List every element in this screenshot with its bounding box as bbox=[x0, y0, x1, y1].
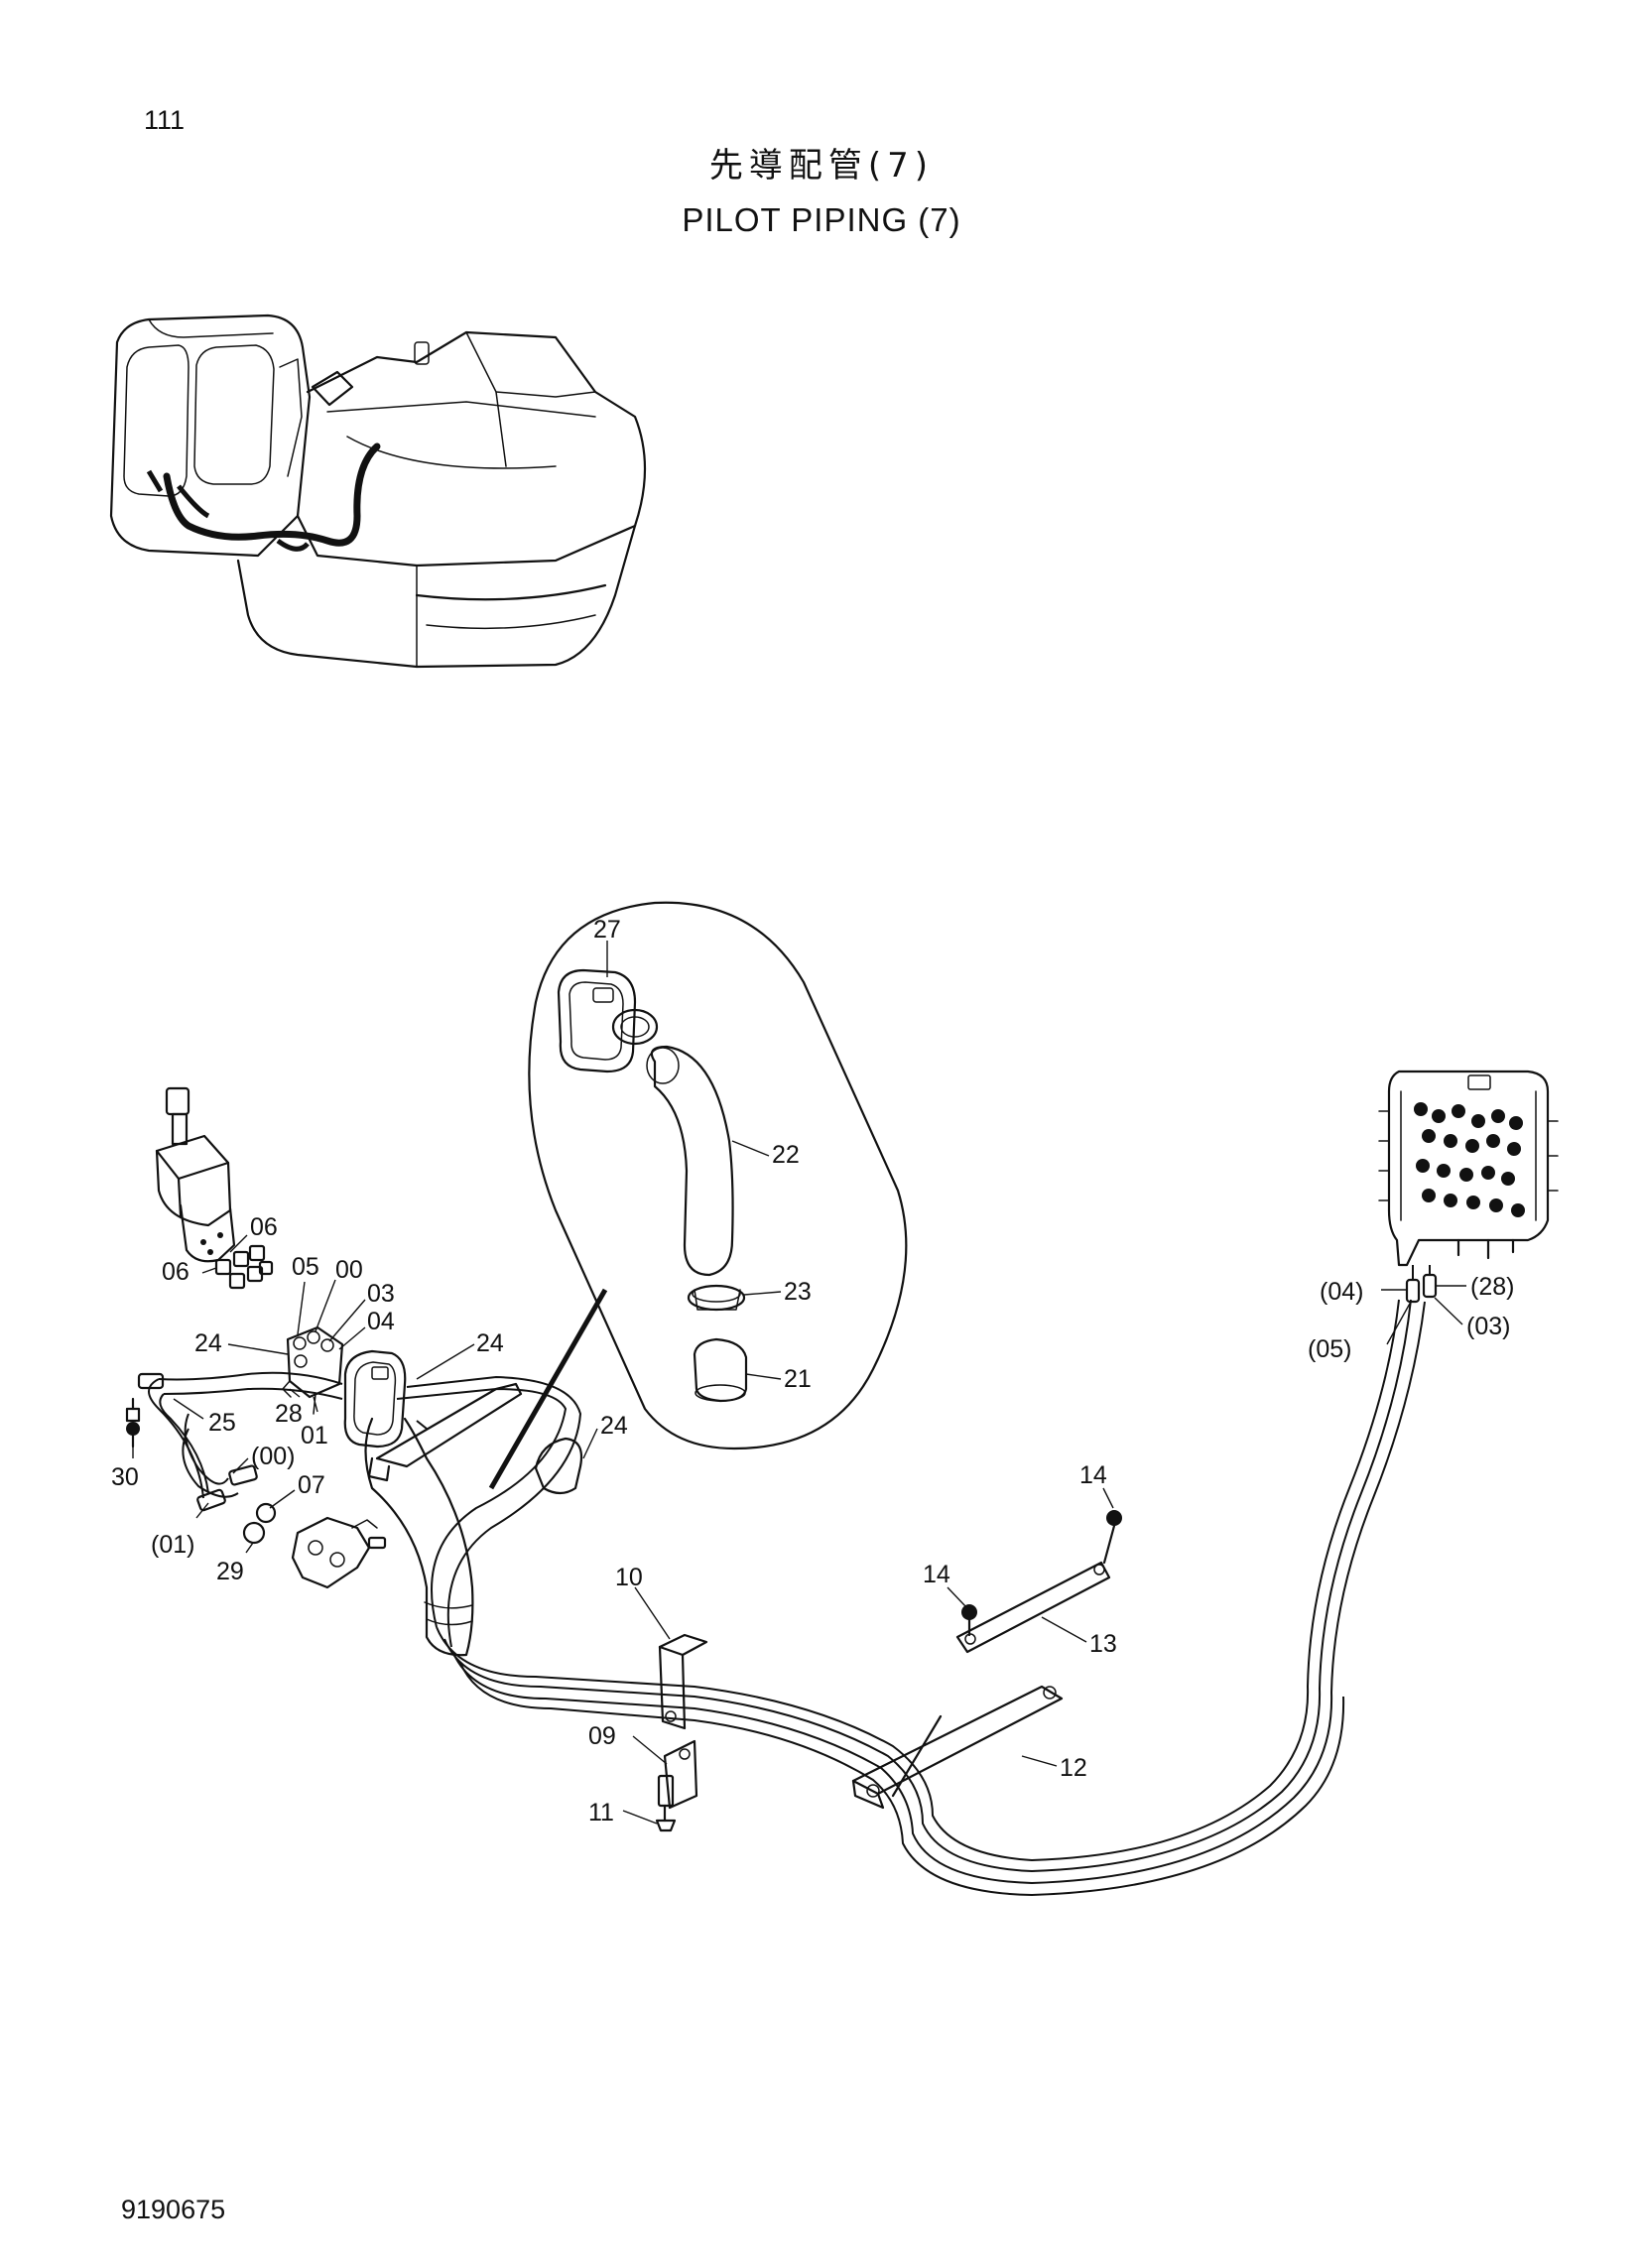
part-label: 05 bbox=[292, 1253, 319, 1281]
excavator-locator-illustration bbox=[109, 314, 647, 669]
part-label: 06 bbox=[162, 1258, 190, 1286]
leader-lines bbox=[132, 941, 1466, 1825]
part-label: 01 bbox=[301, 1422, 328, 1449]
part-label: 07 bbox=[298, 1471, 325, 1499]
bracket-10-09-bolt-11 bbox=[655, 1633, 708, 1832]
part-label: 25 bbox=[208, 1409, 236, 1437]
grommet-24-left bbox=[343, 1349, 407, 1449]
grommet-27 bbox=[557, 968, 659, 1073]
part-label: 23 bbox=[784, 1278, 812, 1306]
fittings-06 bbox=[214, 1244, 274, 1290]
part-label: 10 bbox=[615, 1564, 643, 1591]
plate-13 bbox=[955, 1510, 1122, 1654]
part-label: 14 bbox=[923, 1561, 950, 1588]
part-label: 24 bbox=[600, 1412, 628, 1440]
part-label: (28) bbox=[1470, 1273, 1514, 1301]
part-label: 14 bbox=[1079, 1461, 1107, 1489]
title-english: PILOT PIPING (7) bbox=[682, 201, 961, 238]
part-label: 00 bbox=[335, 1256, 363, 1284]
part-label: (05) bbox=[1308, 1335, 1351, 1363]
fitting-30 bbox=[125, 1397, 141, 1449]
bracket-12 bbox=[851, 1685, 1064, 1810]
part-label: 09 bbox=[588, 1722, 616, 1750]
part-label: (01) bbox=[151, 1531, 194, 1559]
part-label: 27 bbox=[593, 916, 621, 944]
clamp-23 bbox=[687, 1284, 746, 1312]
detail-oval bbox=[488, 901, 908, 1490]
cap-21 bbox=[693, 1337, 748, 1403]
part-label: 21 bbox=[784, 1365, 812, 1393]
part-label: 30 bbox=[111, 1463, 139, 1491]
pilot-valve-assembly bbox=[155, 1086, 236, 1263]
control-valve bbox=[1378, 1070, 1559, 1304]
control-valve-ports bbox=[1414, 1102, 1525, 1217]
part-label: 03 bbox=[367, 1280, 395, 1308]
part-label: 12 bbox=[1060, 1754, 1087, 1782]
part-label: 28 bbox=[275, 1400, 303, 1428]
title-japanese: 先導配管(7) bbox=[708, 146, 935, 186]
hose-sleeve-22 bbox=[646, 1045, 734, 1277]
part-label: 11 bbox=[588, 1799, 614, 1827]
part-label: 29 bbox=[216, 1558, 244, 1585]
document-number: 9190675 bbox=[121, 2195, 226, 2224]
part-label: (03) bbox=[1466, 1313, 1510, 1340]
part-label: (00) bbox=[251, 1443, 295, 1470]
part-label: 24 bbox=[194, 1329, 222, 1357]
part-label: 13 bbox=[1089, 1630, 1117, 1658]
pilot-pump-fittings bbox=[242, 1502, 387, 1589]
pilot-hose-bundle bbox=[137, 1299, 1426, 1897]
page-number: 111 bbox=[144, 105, 186, 135]
part-label: 06 bbox=[250, 1213, 278, 1241]
part-label: 24 bbox=[476, 1329, 504, 1357]
part-label: 04 bbox=[367, 1308, 395, 1335]
part-labels: 27 22 23 21 06 06 05 00 03 04 24 24 24 2… bbox=[111, 916, 1514, 1827]
part-label: (04) bbox=[1320, 1278, 1363, 1306]
part-label: 22 bbox=[772, 1141, 800, 1169]
